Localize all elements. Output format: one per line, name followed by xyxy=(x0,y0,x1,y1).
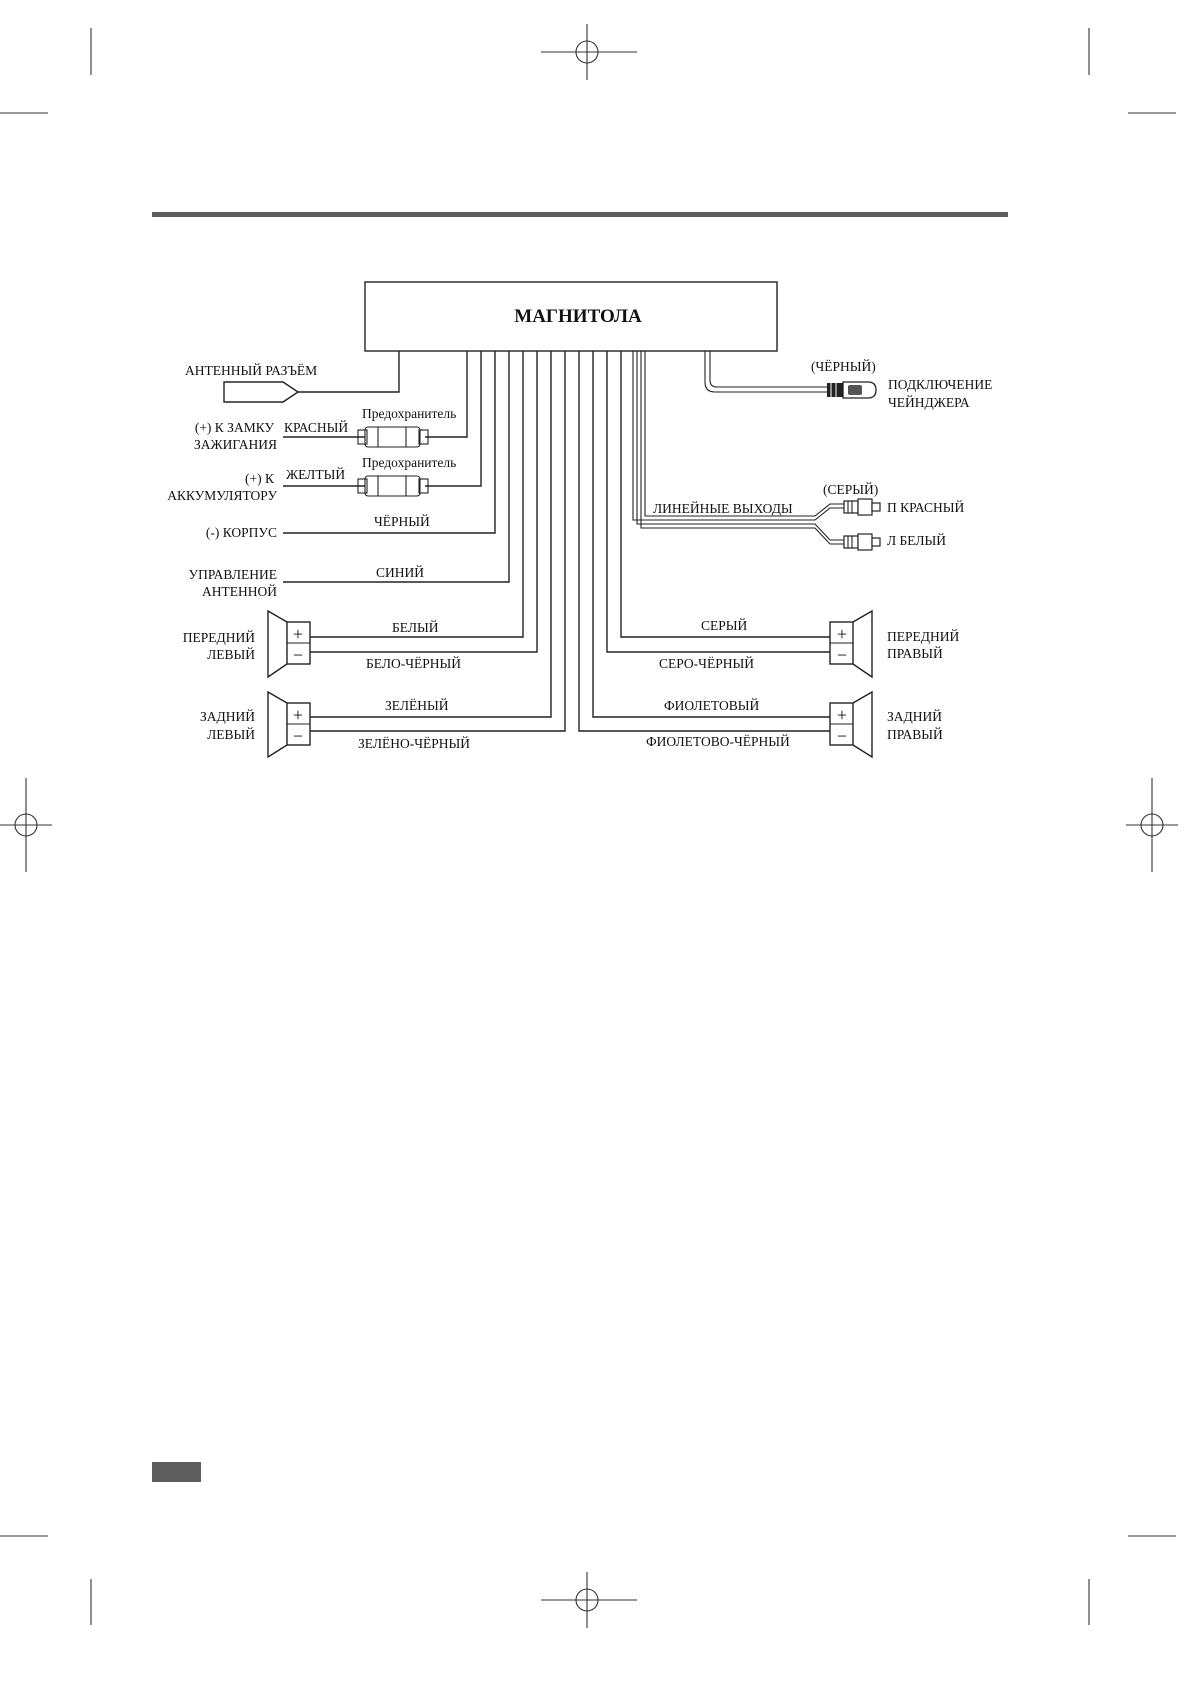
rear-left-plus-wire-color: ЗЕЛЁНЫЙ xyxy=(385,698,449,713)
antenna-control-label-line2: АНТЕННОЙ xyxy=(202,584,277,599)
rear-left-plus-wire xyxy=(310,351,552,718)
rear-left-minus-wire-color: ЗЕЛЁНО-ЧЁРНЫЙ xyxy=(358,736,470,751)
head-unit-title: МАГНИТОЛА xyxy=(514,306,642,327)
line-out-left-channel: Л БЕЛЫЙ xyxy=(887,533,946,548)
rear-left-minus-wire xyxy=(310,351,566,732)
ignition-fuse xyxy=(357,426,429,448)
front-right-label-line1: ПЕРЕДНИЙ xyxy=(887,629,959,644)
ignition-wire xyxy=(283,351,468,438)
antenna-control-label-line1: УПРАВЛЕНИЕ xyxy=(189,567,277,582)
rear-right-minus-wire xyxy=(578,351,830,732)
battery-label-line2: АККУМУЛЯТОРУ xyxy=(167,488,277,503)
registration-mark-left xyxy=(0,778,52,872)
antenna-connector-plug xyxy=(223,381,300,403)
battery-label-line1: (+) К xyxy=(245,471,275,486)
front-left-label-line1: ПЕРЕДНИЙ xyxy=(183,630,255,645)
line-out-label: ЛИНЕЙНЫЕ ВЫХОДЫ xyxy=(653,501,793,516)
rca-plug-left-channel xyxy=(843,533,881,551)
rear-left-label-line2: ЛЕВЫЙ xyxy=(207,727,255,742)
ignition-label-line1: (+) К ЗАМКУ xyxy=(195,420,275,435)
battery-fuse xyxy=(357,475,429,497)
battery-fuse-label: Предохранитель xyxy=(362,455,456,470)
battery-wire xyxy=(283,351,482,487)
page-tab xyxy=(152,1462,201,1482)
rear-right-plus-wire-color: ФИОЛЕТОВЫЙ xyxy=(664,698,759,713)
front-right-label-line2: ПРАВЫЙ xyxy=(887,646,943,661)
front-left-plus-wire-color: БЕЛЫЙ xyxy=(392,620,439,635)
front-left-label-line2: ЛЕВЫЙ xyxy=(207,647,255,662)
front-right-plus-wire xyxy=(620,351,830,638)
registration-mark-top xyxy=(541,24,637,80)
antenna-control-wire-color: СИНИЙ xyxy=(376,565,424,580)
front-left-minus-symbol: − xyxy=(293,645,303,665)
changer-plug xyxy=(827,381,877,399)
ignition-wire-color: КРАСНЫЙ xyxy=(284,420,348,435)
ground-wire-color: ЧЁРНЫЙ xyxy=(374,514,430,529)
rear-left-minus-symbol: − xyxy=(293,726,303,746)
battery-wire-color: ЖЕЛТЫЙ xyxy=(286,467,345,482)
rear-right-label-line1: ЗАДНИЙ xyxy=(887,709,942,724)
registration-mark-bottom xyxy=(541,1572,637,1628)
rear-left-label-line1: ЗАДНИЙ xyxy=(200,709,255,724)
antenna-wire xyxy=(298,351,400,393)
front-left-minus-wire xyxy=(310,351,538,653)
crop-marks xyxy=(0,28,1176,1625)
ignition-fuse-label: Предохранитель xyxy=(362,406,456,421)
changer-cable xyxy=(704,351,828,393)
rear-right-minus-wire-color: ФИОЛЕТОВО-ЧЁРНЫЙ xyxy=(646,734,790,749)
front-left-plus-symbol: + xyxy=(293,624,303,644)
front-left-minus-wire-color: БЕЛО-ЧЁРНЫЙ xyxy=(366,656,461,671)
changer-cable-color: (ЧЁРНЫЙ) xyxy=(811,359,876,374)
head-unit-box xyxy=(364,281,778,352)
rear-right-plus-symbol: + xyxy=(837,705,847,725)
rear-right-plus-wire xyxy=(592,351,830,718)
registration-mark-right xyxy=(1126,778,1178,872)
rear-right-label-line2: ПРАВЫЙ xyxy=(887,727,943,742)
antenna-control-wire xyxy=(283,351,510,583)
antenna-connector-label: АНТЕННЫЙ РАЗЪЁМ xyxy=(185,363,317,378)
front-right-plus-wire-color: СЕРЫЙ xyxy=(701,618,748,633)
front-right-minus-wire-color: СЕРО-ЧЁРНЫЙ xyxy=(659,656,754,671)
ignition-label-line2: ЗАЖИГАНИЯ xyxy=(194,437,277,452)
rear-right-speaker xyxy=(829,690,873,759)
rear-left-plus-symbol: + xyxy=(293,705,303,725)
changer-label-line1: ПОДКЛЮЧЕНИЕ xyxy=(888,377,992,392)
line-out-cable xyxy=(632,351,845,545)
line-out-right-channel: П КРАСНЫЙ xyxy=(887,500,965,515)
front-right-plus-symbol: + xyxy=(837,624,847,644)
ground-label: (-) КОРПУС xyxy=(206,525,277,540)
rear-right-minus-symbol: − xyxy=(837,726,847,746)
ground-wire xyxy=(283,351,496,534)
front-left-plus-wire xyxy=(310,351,524,638)
front-right-speaker xyxy=(829,609,873,679)
front-right-minus-symbol: − xyxy=(837,645,847,665)
header-rule xyxy=(152,212,1008,217)
front-right-minus-wire xyxy=(606,351,830,653)
changer-label-line2: ЧЕЙНДЖЕРА xyxy=(888,395,970,410)
line-out-cable-color: (СЕРЫЙ) xyxy=(823,482,878,497)
front-left-speaker xyxy=(267,609,311,679)
rca-plug-right-channel xyxy=(843,498,881,516)
rear-left-speaker xyxy=(267,690,311,759)
